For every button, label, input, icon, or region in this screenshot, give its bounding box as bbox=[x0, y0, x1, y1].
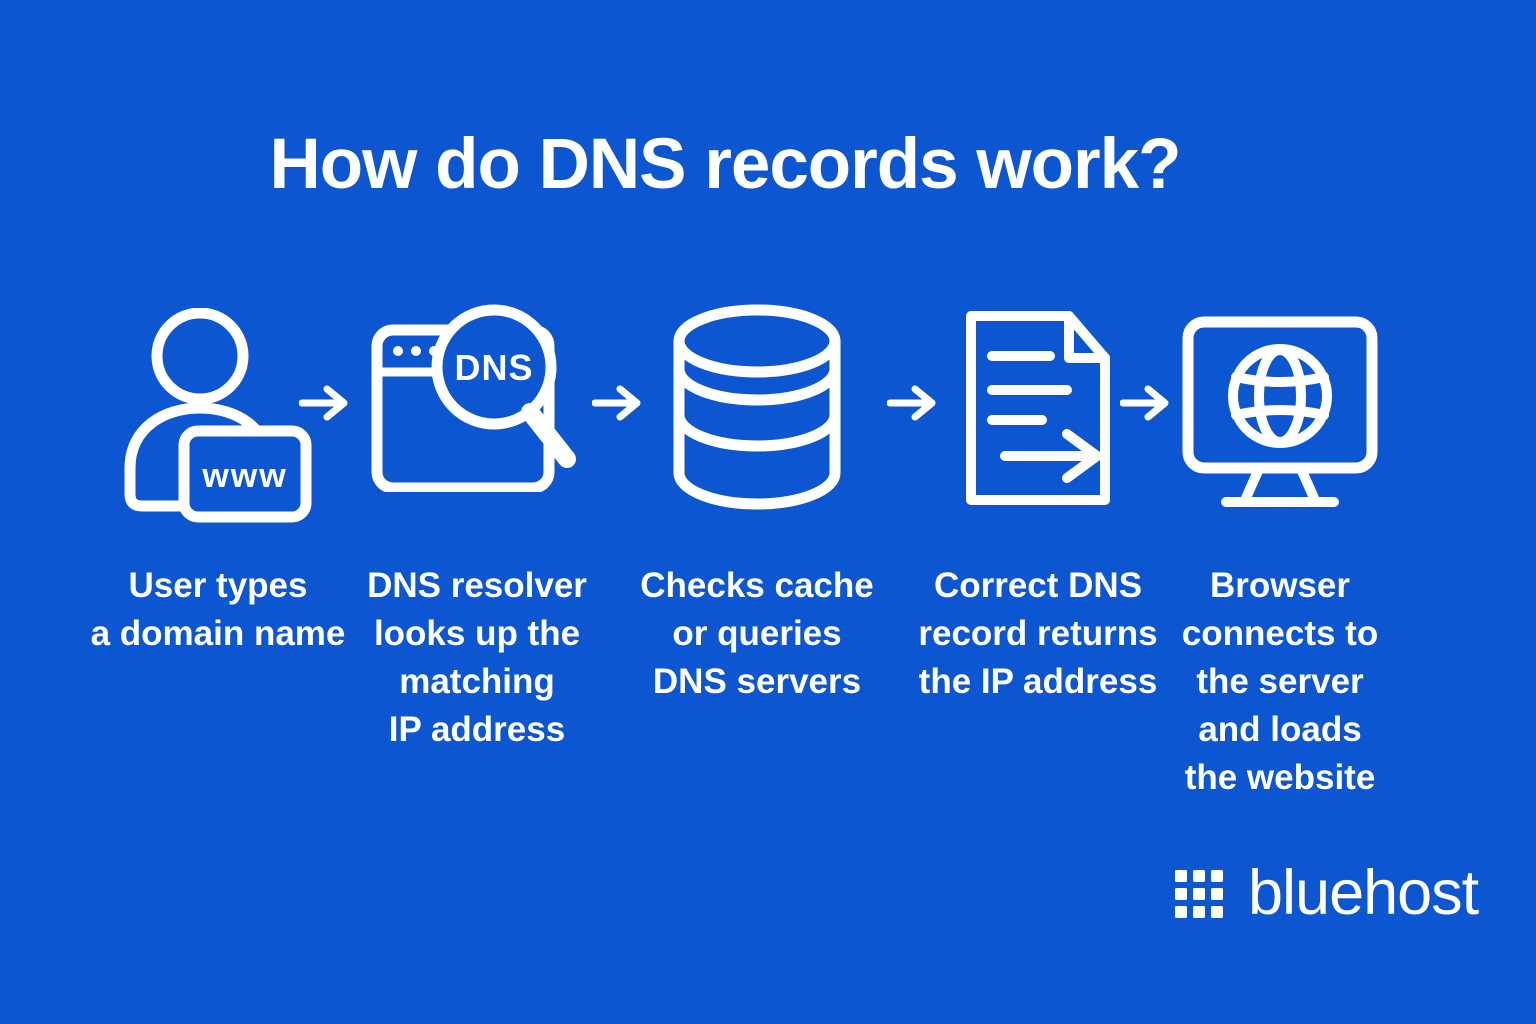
bluehost-logo: bluehost bbox=[1175, 858, 1479, 928]
magnifier-handle bbox=[521, 403, 576, 468]
record-arrow-head bbox=[1062, 429, 1102, 483]
globe-icon bbox=[1228, 344, 1332, 448]
dns-record-document-icon bbox=[966, 311, 1110, 505]
flow-arrow-3 bbox=[887, 385, 936, 421]
step-label: Correct DNS record returns the IP addres… bbox=[918, 566, 1158, 701]
flow-arrow-1 bbox=[299, 385, 348, 421]
dns-lens-label: DNS bbox=[454, 347, 533, 388]
flow-arrow-2 bbox=[592, 385, 641, 421]
monitor-stand-right bbox=[1297, 466, 1319, 503]
monitor-stand-left bbox=[1241, 466, 1263, 503]
step-label: Browser connects to the server and loads… bbox=[1181, 566, 1379, 797]
user-www-icon: www bbox=[124, 308, 312, 523]
document-outline bbox=[966, 311, 1110, 505]
page-title: How do DNS records work? bbox=[269, 125, 1182, 204]
database-icon bbox=[673, 304, 841, 510]
bluehost-grid-icon bbox=[1175, 869, 1223, 918]
step-label: DNS resolver looks up the matching IP ad… bbox=[367, 566, 587, 749]
www-card bbox=[178, 425, 312, 523]
document-fold bbox=[1064, 311, 1110, 363]
magnifier-lens bbox=[431, 304, 557, 430]
dns-resolver-search-icon: DNS bbox=[371, 304, 576, 492]
www-card-label: www bbox=[201, 457, 287, 495]
step-label: User types a domain name bbox=[90, 566, 346, 653]
flow-arrow-4 bbox=[1120, 385, 1169, 421]
bluehost-wordmark: bluehost bbox=[1248, 858, 1479, 928]
browser-globe-monitor-icon bbox=[1182, 316, 1378, 507]
step-label: Checks cache or queries DNS servers bbox=[640, 566, 874, 701]
monitor-frame bbox=[1182, 316, 1378, 474]
